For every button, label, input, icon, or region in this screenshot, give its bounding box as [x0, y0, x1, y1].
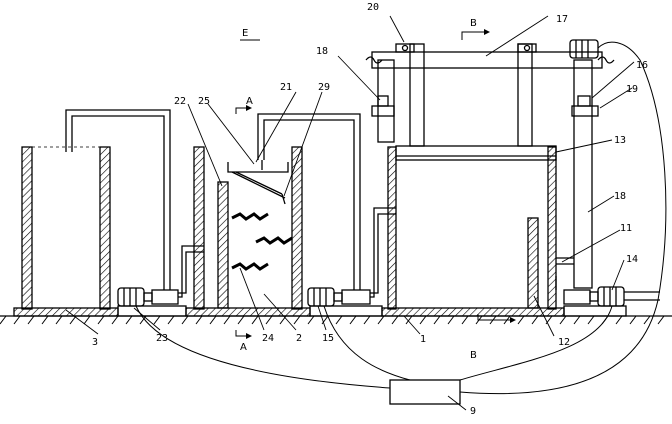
pump-23-base [117, 305, 187, 317]
motor-20-b [517, 43, 537, 53]
cylinder-19-right [571, 95, 599, 117]
pipe-connector-1-2 [370, 207, 396, 298]
label-16: 16 [636, 60, 648, 71]
frame [365, 43, 615, 289]
label-14: 14 [626, 254, 638, 265]
label-2: 2 [296, 333, 302, 344]
section-b-top: B [470, 18, 477, 29]
label-19: 19 [626, 84, 638, 95]
label-12: 12 [558, 337, 570, 348]
label-13: 13 [614, 135, 626, 146]
pump-15-base [309, 305, 383, 317]
leader-lines [65, 15, 635, 411]
label-23: 23 [156, 333, 168, 344]
label-1: 1 [420, 334, 426, 345]
ground [0, 315, 672, 325]
section-a-top: A [246, 96, 253, 107]
pipe-connector-2-3 [178, 245, 204, 298]
section-a-bottom: A [240, 342, 247, 353]
control-wires [135, 41, 667, 395]
label-29: 29 [318, 82, 330, 93]
pump-14 [563, 286, 660, 307]
label-18-left: 18 [316, 46, 328, 57]
section-e: E [242, 28, 248, 39]
label-20: 20 [367, 2, 379, 13]
label-22: 22 [174, 96, 186, 107]
pump-14-base [563, 305, 627, 317]
pipe-23-to-tank-3 [65, 109, 171, 290]
section-arrows [246, 29, 516, 339]
controller-9 [389, 379, 461, 405]
pipe-11 [555, 257, 574, 290]
label-11: 11 [620, 223, 632, 234]
label-21: 21 [280, 82, 292, 93]
motor-top-right [569, 39, 599, 59]
label-3: 3 [92, 337, 98, 348]
motor-20 [395, 43, 415, 53]
pump-23 [117, 287, 179, 307]
tank-3 [13, 146, 119, 317]
label-15: 15 [322, 333, 334, 344]
label-9: 9 [470, 406, 476, 417]
label-17: 17 [556, 14, 568, 25]
section-b-bottom: B [470, 350, 477, 361]
tank-1 [381, 145, 565, 317]
label-25: 25 [198, 96, 210, 107]
pipe-15-to-tank-2 [257, 113, 361, 290]
cylinder-19-left [371, 95, 395, 117]
tank-2 [185, 146, 311, 317]
pump-15 [307, 287, 371, 307]
label-24: 24 [262, 333, 274, 344]
label-18-right: 18 [614, 191, 626, 202]
section-markers [235, 31, 510, 337]
